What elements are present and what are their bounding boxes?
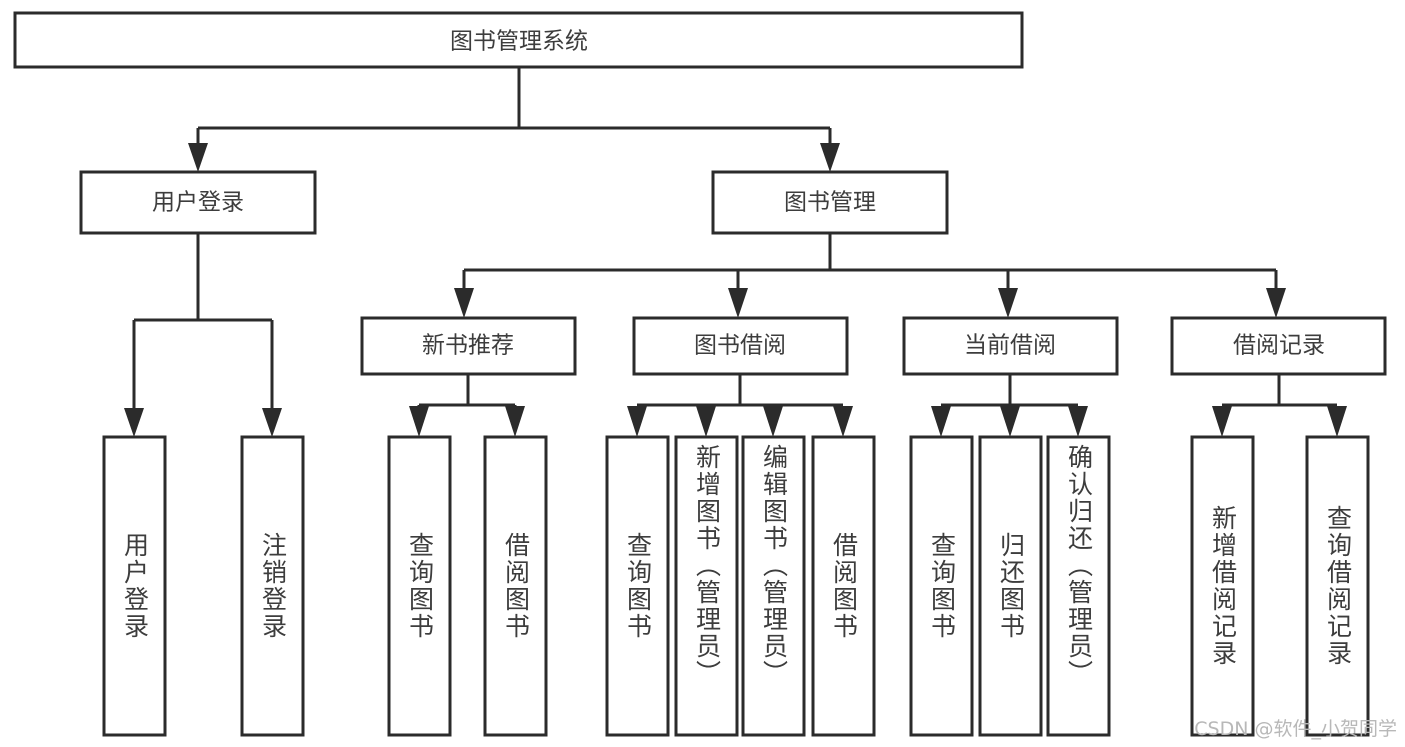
arrowhead-leaf-d2 <box>1000 406 1020 437</box>
leaf-box-confirm-return[interactable] <box>1046 435 1111 737</box>
node-current-borrow-box[interactable] <box>902 316 1119 376</box>
arrowhead-leaf-c4 <box>833 406 853 437</box>
node-book-manage[interactable]: 图书管理 <box>711 170 949 235</box>
arrowhead-leaf-d3 <box>1068 406 1088 437</box>
node-book-manage-label: 图书管理 <box>784 190 876 216</box>
leaf-box-logout[interactable] <box>240 435 305 737</box>
arrowhead-leaf-e1 <box>1212 406 1232 437</box>
leaf-box-user-login[interactable] <box>102 435 167 737</box>
node-user-login-label: 用户登录 <box>152 190 244 216</box>
node-root-label: 图书管理系统 <box>450 29 588 55</box>
node-borrow-record-box[interactable] <box>1170 316 1387 376</box>
node-current-borrow[interactable]: 当前借阅 <box>902 316 1119 376</box>
arrowhead-leaf-c3 <box>763 406 783 437</box>
leaf-box-query-record[interactable] <box>1305 435 1370 737</box>
arrowhead-leaf-b2 <box>505 406 525 437</box>
leaf-box-add-book[interactable] <box>674 435 739 737</box>
node-new-book-recommend-box[interactable] <box>360 316 577 376</box>
arrowhead-level3-4 <box>1266 288 1286 318</box>
leaf-box-query-book-b[interactable] <box>605 435 670 737</box>
leaf-box-return-book[interactable] <box>978 435 1043 737</box>
arrowhead-user-login <box>188 143 208 172</box>
leaf-boxes <box>102 435 1370 737</box>
arrowhead-leaf-c1 <box>627 406 647 437</box>
node-root[interactable]: 图书管理系统 <box>13 11 1024 69</box>
node-book-borrow-label: 图书借阅 <box>694 333 786 359</box>
node-user-login[interactable]: 用户登录 <box>79 170 317 235</box>
arrowhead-leaf-c2 <box>696 406 716 437</box>
leaf-box-borrow-book-a[interactable] <box>483 435 548 737</box>
arrowhead-leaf-e2 <box>1327 406 1347 437</box>
leaf-box-add-record[interactable] <box>1190 435 1255 737</box>
node-current-borrow-label: 当前借阅 <box>964 333 1056 359</box>
arrowhead-level3-3 <box>998 288 1018 318</box>
node-borrow-record-label: 借阅记录 <box>1233 333 1325 359</box>
arrowhead-level3-2 <box>728 288 748 318</box>
arrowhead-leaf-a1 <box>124 408 144 437</box>
leaf-box-borrow-book-b[interactable] <box>811 435 876 737</box>
leaf-box-edit-book[interactable] <box>741 435 806 737</box>
node-borrow-record[interactable]: 借阅记录 <box>1170 316 1387 376</box>
connectors <box>124 67 1347 437</box>
node-book-borrow-box[interactable] <box>632 316 849 376</box>
leaf-box-query-book-c[interactable] <box>909 435 974 737</box>
leaf-box-query-book-a[interactable] <box>387 435 452 737</box>
arrowhead-book-manage <box>820 143 840 172</box>
node-new-book-recommend-label: 新书推荐 <box>422 333 514 359</box>
node-book-manage-box[interactable] <box>711 170 949 235</box>
node-root-box[interactable] <box>13 11 1024 69</box>
node-book-borrow[interactable]: 图书借阅 <box>632 316 849 376</box>
arrowhead-leaf-b1 <box>409 406 429 437</box>
arrowhead-leaf-a2 <box>262 408 282 437</box>
node-new-book-recommend[interactable]: 新书推荐 <box>360 316 577 376</box>
arrowhead-leaf-d1 <box>931 406 951 437</box>
arrowhead-level3-1 <box>454 288 474 318</box>
node-user-login-box[interactable] <box>79 170 317 235</box>
